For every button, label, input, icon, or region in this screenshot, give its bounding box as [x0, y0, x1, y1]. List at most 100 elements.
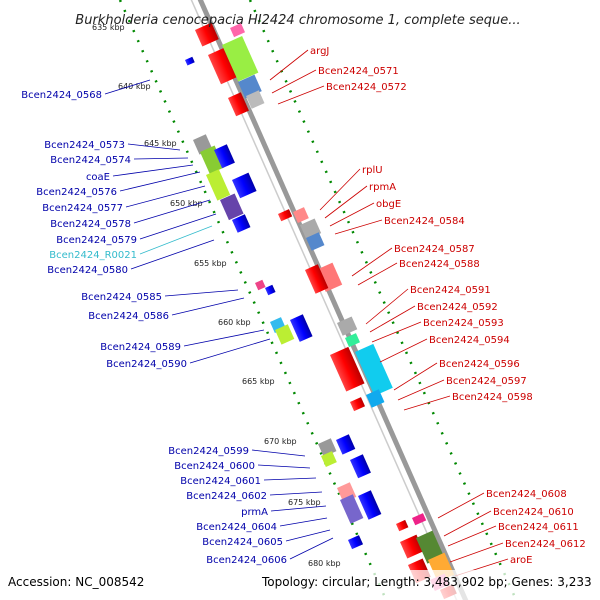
gene-label-left[interactable]: prmA: [241, 507, 268, 518]
leader-line: [329, 202, 375, 227]
gene-label-left[interactable]: Bcen2424_0600: [174, 461, 255, 472]
gene-label-right[interactable]: rpmA: [369, 182, 396, 193]
kbp-tick-label: 640 kbp: [118, 82, 151, 91]
gene-label-right[interactable]: Bcen2424_0588: [399, 259, 480, 270]
leader-line: [371, 321, 422, 343]
leader-line: [319, 168, 361, 211]
footer-backdrop: [0, 570, 600, 600]
kbp-tick-label: 680 kbp: [308, 559, 341, 568]
backbone-line: [197, 0, 469, 600]
gene-feature: [220, 193, 244, 221]
gene-label-left[interactable]: Bcen2424_0576: [36, 187, 117, 198]
leader-line: [263, 477, 317, 481]
gene-label-left[interactable]: Bcen2424_0568: [21, 90, 102, 101]
gene-feature: [416, 530, 444, 564]
gene-label-right[interactable]: Bcen2424_0592: [417, 302, 498, 313]
gene-feature: [337, 316, 358, 336]
leader-line: [393, 362, 438, 391]
gene-label-right[interactable]: Bcen2424_0587: [394, 244, 475, 255]
gene-feature: [396, 519, 409, 532]
leader-line: [397, 379, 445, 401]
gene-feature: [278, 209, 293, 222]
leader-line: [139, 213, 217, 240]
gene-feature: [185, 56, 195, 66]
gene-feature: [275, 324, 295, 345]
gene-label-right[interactable]: Bcen2424_0598: [452, 392, 533, 403]
gene-feature: [229, 23, 246, 38]
gene-feature: [245, 90, 265, 109]
gene-feature: [208, 46, 242, 85]
leader-line: [279, 517, 328, 527]
gene-feature: [350, 397, 366, 412]
accession-text: Accession: NC_008542: [8, 575, 144, 589]
gene-label-right[interactable]: aroE: [510, 555, 532, 566]
gene-feature: [205, 169, 231, 201]
gene-label-left[interactable]: Bcen2424_0590: [106, 359, 187, 370]
leader-line: [369, 305, 416, 333]
leader-line: [443, 510, 492, 537]
gene-label-right[interactable]: Bcen2424_0593: [423, 318, 504, 329]
leader-line: [269, 49, 309, 81]
gene-label-left[interactable]: coaE: [86, 172, 110, 183]
leader-line: [285, 529, 331, 542]
kbp-tick-label: 650 kbp: [170, 199, 203, 208]
gene-label-left[interactable]: Bcen2424_0577: [42, 203, 123, 214]
leader-line: [251, 449, 306, 457]
gene-label-left[interactable]: Bcen2424_R0021: [49, 250, 137, 261]
gene-label-left[interactable]: Bcen2424_0574: [50, 155, 131, 166]
gene-label-left[interactable]: Bcen2424_0604: [196, 522, 277, 533]
gene-label-right[interactable]: Bcen2424_0572: [326, 82, 407, 93]
leader-line: [324, 185, 368, 219]
leader-line: [289, 537, 334, 560]
gene-label-left[interactable]: Bcen2424_0601: [180, 476, 261, 487]
kbp-tick-label: 670 kbp: [264, 437, 297, 446]
gene-label-right[interactable]: argJ: [310, 46, 329, 57]
gene-label-right[interactable]: Bcen2424_0594: [429, 335, 510, 346]
gene-label-left[interactable]: Bcen2424_0605: [202, 537, 283, 548]
gene-feature: [354, 343, 393, 396]
leader-line: [189, 338, 271, 364]
gene-label-right[interactable]: Bcen2424_0611: [498, 522, 579, 533]
gene-label-left[interactable]: Bcen2424_0580: [47, 265, 128, 276]
gene-feature: [222, 36, 259, 82]
kbp-tick-label: 660 kbp: [218, 318, 251, 327]
leader-line: [351, 247, 393, 277]
gene-feature: [350, 454, 371, 479]
leader-line: [133, 157, 189, 160]
leader-line: [125, 185, 206, 208]
gene-label-left[interactable]: Bcen2424_0585: [81, 292, 162, 303]
gene-label-right[interactable]: rplU: [362, 165, 383, 176]
map-title: Burkholderia cenocepacia HI2424 chromoso…: [75, 13, 520, 28]
gene-label-right[interactable]: Bcen2424_0597: [446, 376, 527, 387]
gene-feature: [232, 172, 257, 199]
gene-label-right[interactable]: Bcen2424_0610: [493, 507, 574, 518]
leader-line: [277, 85, 325, 105]
kbp-tick-label: 645 kbp: [144, 139, 177, 148]
gene-label-right[interactable]: Bcen2424_0571: [318, 66, 399, 77]
kbp-tick-label: 655 kbp: [194, 259, 227, 268]
gene-feature: [305, 264, 329, 294]
gene-label-left[interactable]: Bcen2424_0602: [186, 491, 267, 502]
gene-label-right[interactable]: Bcen2424_0596: [439, 359, 520, 370]
gene-label-left[interactable]: Bcen2424_0606: [206, 555, 287, 566]
leader-line: [104, 79, 151, 95]
gene-label-left[interactable]: Bcen2424_0599: [168, 446, 249, 457]
gene-label-left[interactable]: Bcen2424_0579: [56, 235, 137, 246]
gene-label-left[interactable]: Bcen2424_0586: [88, 311, 169, 322]
leader-line: [357, 262, 398, 286]
gene-label-right[interactable]: Bcen2424_0608: [486, 489, 567, 500]
gene-feature: [228, 92, 249, 117]
gene-label-right[interactable]: obgE: [376, 199, 401, 210]
gene-label-right[interactable]: Bcen2424_0612: [505, 539, 586, 550]
feature-tracks: [185, 22, 457, 600]
gene-feature: [358, 490, 382, 520]
leader-line: [183, 329, 265, 347]
gene-label-right[interactable]: Bcen2424_0584: [384, 216, 465, 227]
gene-feature: [290, 314, 313, 342]
gene-label-right[interactable]: Bcen2424_0591: [410, 285, 491, 296]
gene-label-left[interactable]: Bcen2424_0589: [100, 342, 181, 353]
gene-label-left[interactable]: Bcen2424_0578: [50, 219, 131, 230]
gene-label-left[interactable]: Bcen2424_0573: [44, 140, 125, 151]
